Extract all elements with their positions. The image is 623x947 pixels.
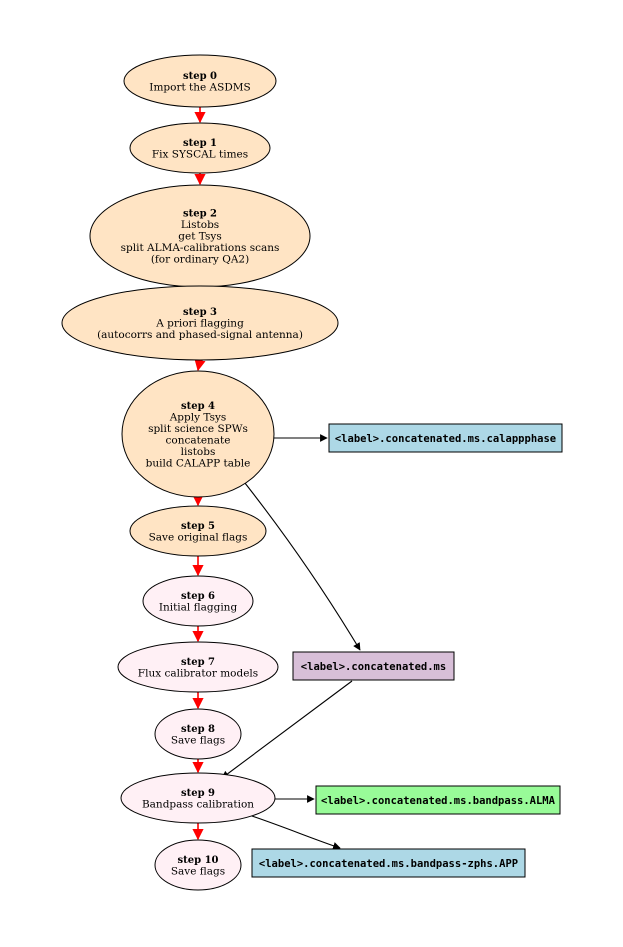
step-ellipse (120, 772, 276, 824)
step-description-line: Save flags (171, 734, 225, 746)
step-title: step 4 (181, 401, 215, 412)
step-title: step 7 (181, 657, 215, 668)
output-box-rect (292, 651, 455, 681)
step-description-line: (for ordinary QA2) (151, 254, 249, 266)
step-title: step 6 (181, 591, 215, 602)
step-description-line: build CALAPP table (146, 457, 251, 469)
step-description-line: concatenate (166, 434, 231, 446)
step-description-line: Save flags (171, 865, 225, 877)
step-description-line: split ALMA-calibrations scans (121, 242, 280, 254)
output-dataset-box: <label>.concatenated.ms.calappphase (328, 423, 563, 453)
data-flow-edge (240, 477, 361, 651)
output-box-rect (251, 848, 526, 878)
data-flow-edge (239, 811, 341, 850)
step-title: step 10 (177, 855, 218, 866)
step-description-line: Bandpass calibration (142, 798, 254, 810)
step-node: step 3A priori flagging(autocorrs and ph… (61, 285, 339, 361)
outputs-layer: <label>.concatenated.ms.calappphase <labe… (251, 423, 563, 878)
step-description-line: Import the ASDMS (149, 81, 250, 93)
output-dataset-box: <label>.concatenated.ms (292, 651, 455, 681)
edges-layer (192, 107, 361, 850)
step-description-line: get Tsys (178, 231, 221, 243)
step-title: step 5 (181, 521, 215, 532)
sequence-edge (194, 359, 206, 372)
step-ellipse (121, 370, 275, 498)
step-ellipse (142, 575, 254, 627)
step-title: step 9 (181, 788, 215, 799)
step-description-line: listobs (181, 446, 216, 458)
step-ellipse (129, 505, 267, 557)
output-box-label: <label>.concatenated.ms (301, 661, 446, 673)
step-description-line: Initial flagging (159, 601, 238, 613)
output-dataset-box: <label>.concatenated.ms.bandpass.ALMA (315, 785, 561, 815)
step-description-line: Save original flags (149, 531, 248, 543)
step-ellipse (154, 708, 242, 760)
step-description-line: Flux calibrator models (138, 667, 258, 679)
output-box-rect (328, 423, 563, 453)
step-title: step 1 (183, 138, 217, 149)
step-ellipse (117, 641, 279, 693)
output-box-rect (315, 785, 561, 815)
output-dataset-box: <label>.concatenated.ms.bandpass-zphs.AP… (251, 848, 526, 878)
step-description-line: split science SPWs (148, 423, 248, 435)
output-box-label: <label>.concatenated.ms.bandpass.ALMA (321, 795, 556, 807)
step-title: step 3 (183, 307, 217, 318)
step-ellipse (154, 839, 242, 891)
step-ellipse (129, 122, 271, 174)
output-box-label: <label>.concatenated.ms.bandpass-zphs.AP… (259, 858, 518, 870)
output-box-label: <label>.concatenated.ms.calappphase (335, 433, 556, 445)
step-ellipse (123, 54, 277, 108)
step-description-line: (autocorrs and phased-signal antenna) (97, 329, 303, 341)
step-title: step 8 (181, 724, 215, 735)
data-flow-edge (221, 680, 353, 779)
step-description-line: Listobs (181, 219, 219, 231)
step-title: step 0 (183, 71, 217, 82)
step-ellipse (61, 285, 339, 361)
step-description-line: Apply Tsys (169, 411, 227, 423)
step-description-line: A priori flagging (155, 318, 244, 330)
step-description-line: Fix SYSCAL times (152, 148, 248, 160)
step-title: step 2 (183, 209, 217, 220)
